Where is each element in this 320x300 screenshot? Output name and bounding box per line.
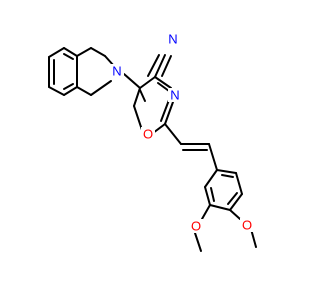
- atom-label-n: N: [170, 88, 179, 103]
- atom-label-n: N: [112, 64, 121, 79]
- bond: [161, 55, 172, 77]
- bond: [76, 86, 92, 96]
- bond: [157, 82, 170, 92]
- nitrile-nitrogen: N: [167, 32, 179, 47]
- bond: [194, 232, 202, 252]
- atom-labels: N N N O O O: [110, 32, 254, 234]
- methoxy-oxygen-bottom: O: [240, 218, 254, 233]
- bond: [63, 47, 78, 57]
- bond: [139, 89, 146, 102]
- amine-nitrogen: N: [110, 64, 124, 79]
- background: [0, 0, 300, 300]
- bond: [201, 204, 211, 220]
- bond: [229, 193, 243, 211]
- bond: [90, 80, 112, 96]
- bond: [63, 53, 74, 60]
- atom-label-o: O: [242, 218, 252, 233]
- bond: [48, 47, 65, 58]
- atom-label-o: O: [143, 127, 153, 142]
- bond: [154, 76, 172, 89]
- bond: [133, 87, 141, 107]
- bond: [48, 86, 65, 96]
- bond: [204, 169, 218, 188]
- bond: [154, 54, 166, 78]
- bond: [164, 123, 182, 145]
- bond: [210, 187, 215, 202]
- bond: [216, 169, 237, 174]
- bond: [221, 174, 234, 178]
- bond: [227, 192, 238, 205]
- bond: [76, 47, 92, 57]
- bond: [160, 99, 170, 122]
- bond: [235, 172, 243, 195]
- molecule-structure: N N N O O O: [0, 0, 300, 300]
- bond: [209, 204, 231, 211]
- bond: [147, 54, 160, 77]
- bond: [208, 143, 218, 171]
- bond: [90, 47, 106, 57]
- bond: [63, 86, 78, 96]
- methoxy-oxygen-top: O: [189, 219, 203, 234]
- bond: [164, 101, 174, 125]
- bond: [123, 73, 141, 89]
- ring-nitrogen: N: [168, 88, 182, 103]
- bond: [63, 83, 74, 90]
- ring-oxygen: O: [141, 127, 155, 142]
- bonds: [48, 47, 257, 252]
- bond: [229, 209, 241, 220]
- bond: [139, 76, 156, 89]
- atom-label-o: O: [191, 219, 201, 234]
- bond: [204, 186, 211, 206]
- bond: [133, 105, 143, 131]
- atom-label-n: N: [168, 32, 177, 47]
